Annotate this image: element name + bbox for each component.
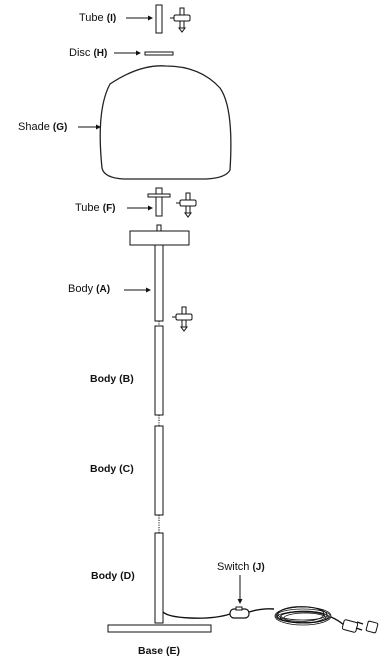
body-c-part — [154, 425, 164, 516]
base-e-part — [107, 624, 212, 633]
label-disc-h: Disc (H) — [69, 47, 108, 59]
body-a-part — [154, 244, 164, 322]
label-switch-j: Switch (J) — [217, 561, 265, 573]
label-shade-g: Shade (G) — [18, 121, 68, 133]
nut-washer-icon — [176, 192, 197, 218]
plug-icon — [341, 619, 379, 634]
tube-f-nut — [147, 193, 171, 198]
top-cap-part — [129, 230, 190, 246]
label-body-c: Body (C) — [90, 463, 134, 475]
disc-h-part — [144, 51, 174, 56]
body-d-part — [154, 532, 164, 624]
label-tube-f: Tube (F) — [75, 202, 116, 214]
tube-i-part — [155, 4, 163, 34]
power-cord — [162, 611, 231, 619]
nut-washer-icon — [172, 306, 193, 332]
label-tube-i: Tube (I) — [79, 12, 117, 24]
label-base-e: Base (E) — [138, 645, 181, 657]
coiled-cord — [274, 606, 332, 626]
nut-washer-icon — [170, 7, 191, 33]
label-body-b: Body (B) — [90, 373, 134, 385]
tube-f-part — [155, 187, 163, 217]
body-b-part — [154, 325, 164, 416]
shade-g-part — [99, 65, 232, 180]
label-body-d: Body (D) — [91, 570, 135, 582]
label-body-a: Body (A) — [68, 283, 111, 295]
